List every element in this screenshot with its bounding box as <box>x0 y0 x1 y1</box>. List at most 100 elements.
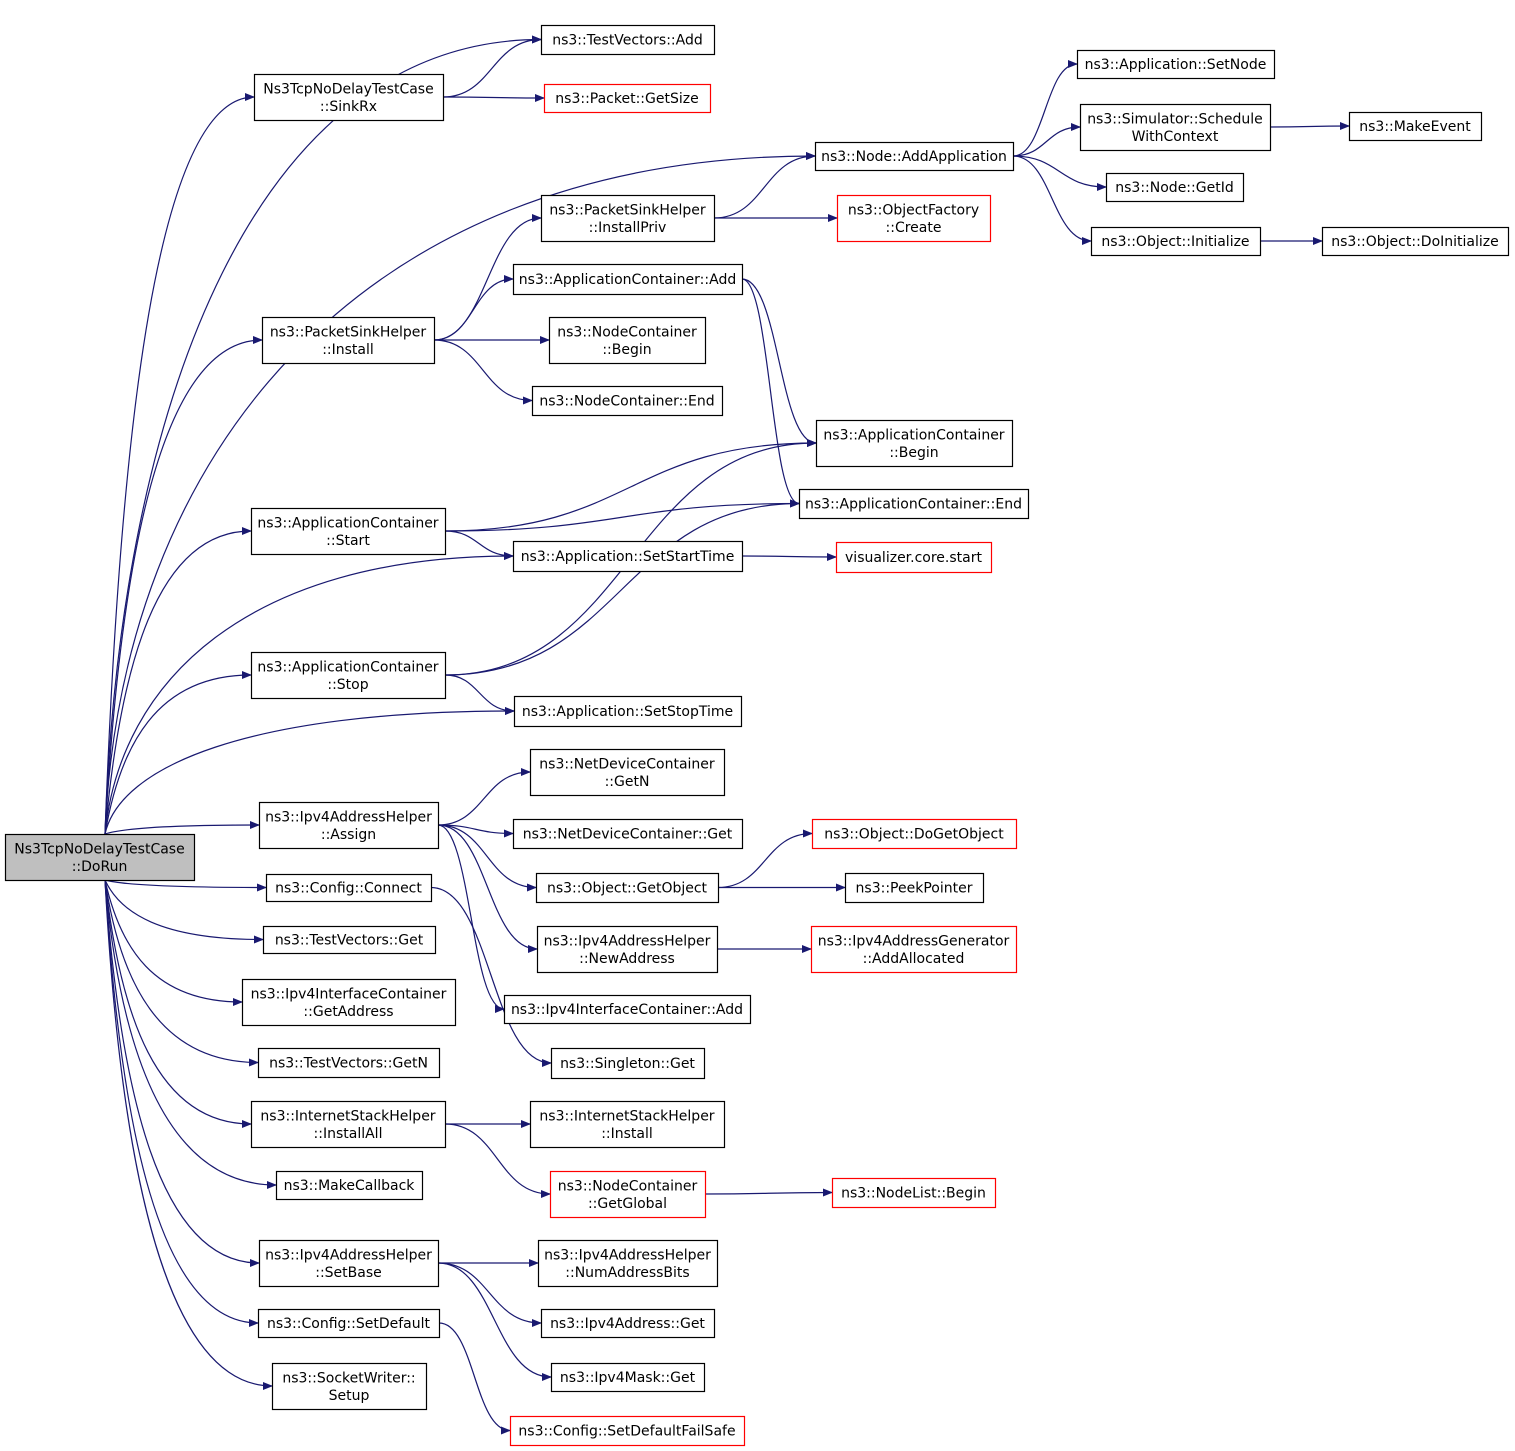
node-label-nc_getglobal-1: ::GetGlobal <box>588 1196 667 1212</box>
node-ish_installall[interactable]: ns3::InternetStackHelper::InstallAll <box>250 1100 447 1149</box>
node-node_addapp[interactable]: ns3::Node::AddApplication <box>814 141 1015 172</box>
node-peekpointer[interactable]: ns3::PeekPointer <box>844 872 985 904</box>
edge-ipv4h_assign-to-ipv4h_newaddr <box>437 824 538 953</box>
node-label-ndc_getn-1: ::GetN <box>605 774 650 790</box>
edge-ipv4h_setbase-to-ipv4mask_get <box>437 1262 552 1381</box>
node-label-sim_schedule-1: WithContext <box>1132 129 1219 145</box>
node-box-sockwriter_setup <box>271 1362 428 1411</box>
node-box-ipv4h_numaddrbits <box>537 1239 719 1288</box>
node-label-ipv4h_newaddr-1: ::NewAddress <box>579 951 675 967</box>
node-label-ndc_getn-0: ns3::NetDeviceContainer <box>539 756 715 772</box>
node-ipv4gen_addalloc[interactable]: ns3::Ipv4AddressGenerator::AddAllocated <box>810 925 1018 974</box>
edge-ish_installall-to-nc_getglobal <box>444 1123 551 1198</box>
edge-root-to-ipv4ic_getaddr <box>104 879 243 1006</box>
node-label-makecallback-0: ns3::MakeCallback <box>284 1178 416 1194</box>
node-label-peekpointer-0: ns3::PeekPointer <box>856 881 973 897</box>
node-nc_begin[interactable]: ns3::NodeContainer::Begin <box>548 316 707 365</box>
node-box-peekpointer <box>844 872 985 904</box>
node-cfg_connect[interactable]: ns3::Config::Connect <box>265 873 433 903</box>
node-node_getid[interactable]: ns3::Node::GetId <box>1105 172 1245 203</box>
node-sockwriter_setup[interactable]: ns3::SocketWriter::Setup <box>271 1362 428 1411</box>
node-label-make_event-0: ns3::MakeEvent <box>1359 119 1471 135</box>
node-label-viz_start-0: visualizer.core.start <box>845 550 982 566</box>
node-appc_stop[interactable]: ns3::ApplicationContainer::Stop <box>250 651 447 700</box>
node-label-obj_doinit-0: ns3::Object::DoInitialize <box>1331 234 1498 250</box>
node-ipv4h_setbase[interactable]: ns3::Ipv4AddressHelper::SetBase <box>258 1239 440 1288</box>
node-label-appc_stop-0: ns3::ApplicationContainer <box>257 659 438 675</box>
edge-cfg_connect-to-singleton_get <box>430 886 552 1067</box>
node-psh_install[interactable]: ns3::PacketSinkHelper::Install <box>261 316 436 365</box>
node-ipv4mask_get[interactable]: ns3::Ipv4Mask::Get <box>550 1362 706 1393</box>
node-box-cfg_setdefaultfs <box>509 1415 746 1447</box>
node-box-ndc_getn <box>529 748 726 797</box>
node-app_setstop[interactable]: ns3::Application::SetStopTime <box>513 695 743 728</box>
node-appc_end[interactable]: ns3::ApplicationContainer::End <box>798 488 1030 520</box>
node-ipv4h_assign[interactable]: ns3::Ipv4AddressHelper::Assign <box>258 801 440 850</box>
node-label-pkt_getsize-0: ns3::Packet::GetSize <box>555 91 698 107</box>
node-ipv4h_newaddr[interactable]: ns3::Ipv4AddressHelper::NewAddress <box>536 925 719 974</box>
node-ipv4h_numaddrbits[interactable]: ns3::Ipv4AddressHelper::NumAddressBits <box>537 1239 719 1288</box>
node-appc_start[interactable]: ns3::ApplicationContainer::Start <box>250 507 447 556</box>
edge-root-to-node_addapp <box>104 152 816 835</box>
node-box-ipv4h_assign <box>258 801 440 850</box>
node-app_setstart[interactable]: ns3::Application::SetStartTime <box>512 540 744 573</box>
node-box-obj_doinit <box>1321 226 1510 257</box>
node-layer: Ns3TcpNoDelayTestCase::DoRunns3::TestVec… <box>4 24 1510 1447</box>
edge-root-to-makecallback <box>104 879 277 1189</box>
node-objfactory_create[interactable]: ns3::ObjectFactory::Create <box>836 194 992 243</box>
node-label-cfg_connect-0: ns3::Config::Connect <box>275 881 422 897</box>
node-appc_add[interactable]: ns3::ApplicationContainer::Add <box>512 263 744 296</box>
edge-root-to-app_setstop <box>104 707 515 835</box>
node-ndc_getn[interactable]: ns3::NetDeviceContainer::GetN <box>529 748 726 797</box>
node-ipv4ic_getaddr[interactable]: ns3::Ipv4InterfaceContainer::GetAddress <box>241 978 457 1027</box>
node-viz_start[interactable]: visualizer.core.start <box>835 541 993 574</box>
node-box-sinkrx <box>253 73 445 122</box>
node-cfg_setdefaultfs[interactable]: ns3::Config::SetDefaultFailSafe <box>509 1415 746 1447</box>
node-make_event[interactable]: ns3::MakeEvent <box>1348 111 1483 142</box>
node-ndc_get[interactable]: ns3::NetDeviceContainer::Get <box>512 818 744 850</box>
node-obj_doinit[interactable]: ns3::Object::DoInitialize <box>1321 226 1510 257</box>
node-tv_getn[interactable]: ns3::TestVectors::GetN <box>257 1047 441 1079</box>
edge-root-to-cfg_setdefault <box>104 879 259 1327</box>
node-box-ipv4h_newaddr <box>536 925 719 974</box>
node-sinkrx[interactable]: Ns3TcpNoDelayTestCase::SinkRx <box>253 73 445 122</box>
node-label-sockwriter_setup-0: ns3::SocketWriter:: <box>282 1370 415 1386</box>
node-psh_installpriv[interactable]: ns3::PacketSinkHelper::InstallPriv <box>540 194 716 243</box>
node-pkt_getsize[interactable]: ns3::Packet::GetSize <box>543 83 712 114</box>
node-label-singleton_get-0: ns3::Singleton::Get <box>560 1056 695 1072</box>
node-label-app_setstop-0: ns3::Application::SetStopTime <box>522 704 733 720</box>
edge-ipv4h_assign-to-obj_getobj <box>437 824 537 892</box>
node-obj_init[interactable]: ns3::Object::Initialize <box>1090 226 1262 257</box>
node-label-ipv4gen_addalloc-0: ns3::Ipv4AddressGenerator <box>818 933 1010 949</box>
node-singleton_get[interactable]: ns3::Singleton::Get <box>550 1047 706 1080</box>
node-obj_getobj[interactable]: ns3::Object::GetObject <box>535 872 720 904</box>
node-ish_install[interactable]: ns3::InternetStackHelper::Install <box>529 1100 726 1149</box>
node-label-ish_installall-0: ns3::InternetStackHelper <box>260 1108 435 1124</box>
node-label-obj_dogetobj-0: ns3::Object::DoGetObject <box>824 827 1004 843</box>
node-makecallback[interactable]: ns3::MakeCallback <box>275 1170 424 1201</box>
edge-node_addapp-to-app_setnode <box>1012 60 1078 157</box>
node-app_setnode[interactable]: ns3::Application::SetNode <box>1076 49 1276 80</box>
node-box-psh_install <box>261 316 436 365</box>
node-ipv4addr_get[interactable]: ns3::Ipv4Address::Get <box>540 1308 716 1339</box>
node-box-appc_end <box>798 488 1030 520</box>
node-tv_add[interactable]: ns3::TestVectors::Add <box>540 24 716 56</box>
node-box-pkt_getsize <box>543 83 712 114</box>
node-label-ipv4ic_getaddr-0: ns3::Ipv4InterfaceContainer <box>251 986 447 1002</box>
node-box-obj_getobj <box>535 872 720 904</box>
node-cfg_setdefault[interactable]: ns3::Config::SetDefault <box>257 1308 441 1339</box>
node-nodelist_begin[interactable]: ns3::NodeList::Begin <box>831 1177 997 1209</box>
node-label-objfactory_create-1: ::Create <box>886 220 942 236</box>
node-nc_end[interactable]: ns3::NodeContainer::End <box>531 385 724 417</box>
node-root[interactable]: Ns3TcpNoDelayTestCase::DoRun <box>4 833 196 882</box>
node-obj_dogetobj[interactable]: ns3::Object::DoGetObject <box>811 818 1018 850</box>
node-nc_getglobal[interactable]: ns3::NodeContainer::GetGlobal <box>549 1170 707 1219</box>
edge-root-to-cfg_connect <box>104 879 267 892</box>
edge-sim_schedule-to-make_event <box>1269 122 1350 131</box>
node-box-nc_end <box>531 385 724 417</box>
node-ipv4ic_add[interactable]: ns3::Ipv4InterfaceContainer::Add <box>503 994 752 1025</box>
node-label-appc_begin-0: ns3::ApplicationContainer <box>823 427 1004 443</box>
node-tv_get[interactable]: ns3::TestVectors::Get <box>262 925 437 955</box>
node-appc_begin[interactable]: ns3::ApplicationContainer::Begin <box>815 419 1014 468</box>
